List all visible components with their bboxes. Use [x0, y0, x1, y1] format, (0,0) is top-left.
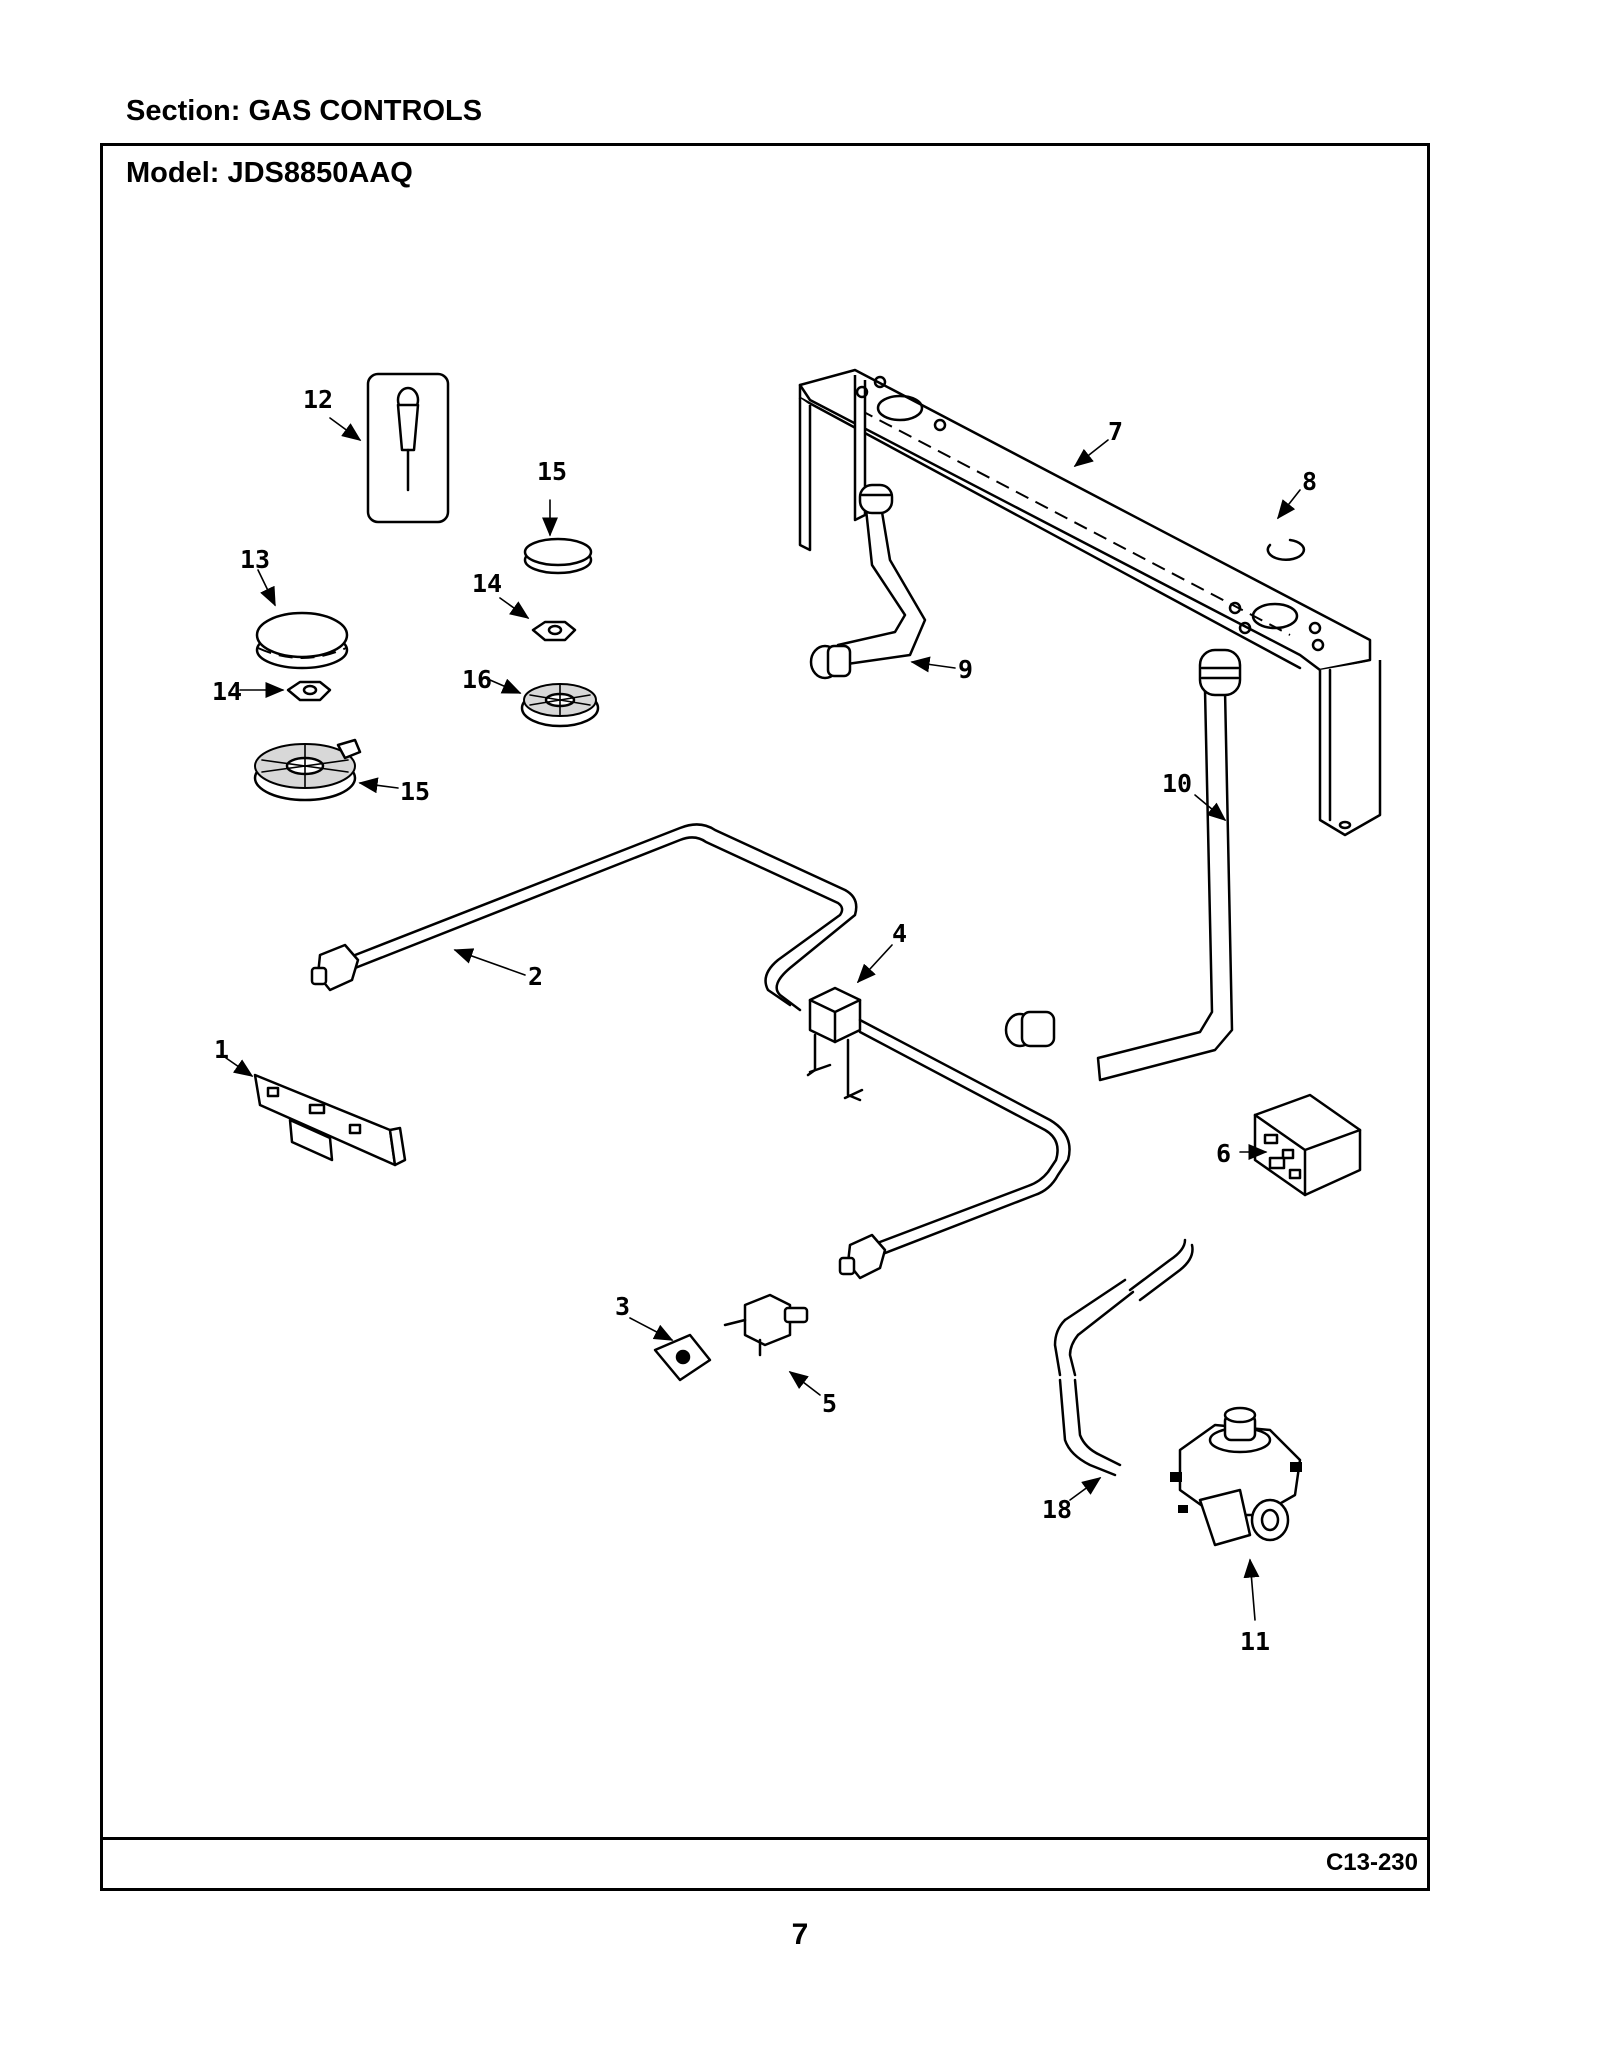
- part-13-burner-cap: [255, 611, 349, 670]
- diagram-frame: [100, 143, 1430, 1891]
- footer-divider: [100, 1837, 1430, 1840]
- callout-1: 1: [214, 1035, 229, 1064]
- part-11-pressure-regulator: [1170, 1406, 1302, 1547]
- part-8-clip-ring: [1266, 538, 1306, 561]
- callout-4: 4: [892, 919, 907, 948]
- section-title: Section: GAS CONTROLS: [126, 95, 483, 127]
- callout-6: 6: [1216, 1139, 1231, 1168]
- callout-7: 7: [1108, 417, 1123, 446]
- part-12-igniter: [366, 372, 450, 524]
- part-10-gas-tube: [1004, 648, 1242, 1082]
- callout-15: 15: [400, 777, 430, 806]
- callout-labels: 12 15 14 13 14 16 15 7 8 9 10 2 4 1 6 3 …: [212, 385, 1317, 1656]
- callout-14-upper: 14: [472, 569, 502, 598]
- part-17-burner-base: [520, 683, 600, 728]
- figure-code: C13-230: [1325, 1849, 1418, 1876]
- part-7-mounting-bracket: [798, 368, 1382, 837]
- part-14-nut-lower: [286, 680, 332, 702]
- part-14-nut-upper: [531, 620, 577, 642]
- callout-9: 9: [958, 655, 973, 684]
- page-number: 7: [791, 1918, 809, 1951]
- callout-5: 5: [822, 1389, 837, 1418]
- callout-3: 3: [615, 1292, 630, 1321]
- callout-11: 11: [1240, 1627, 1270, 1656]
- part-5-orifice-fitting: [723, 1293, 809, 1357]
- callout-2: 2: [528, 962, 543, 991]
- part-15-burner-base: [253, 738, 362, 802]
- callout-leaders: [225, 417, 1301, 1621]
- part-18-hose: [1053, 1238, 1194, 1477]
- callout-8: 8: [1302, 467, 1317, 496]
- part-2-gas-tube: [310, 823, 858, 1012]
- part-4-manifold-block: [806, 986, 864, 1102]
- model-title: Model: JDS8850AAQ: [126, 157, 413, 189]
- part-9-tube-elbow: [809, 483, 927, 680]
- callout-18: 18: [1042, 1495, 1072, 1524]
- part-1-igniter-bracket: [253, 1073, 407, 1167]
- part-3-orifice-clip: [653, 1333, 712, 1382]
- callout-17: 16: [462, 665, 492, 694]
- callout-16: 15: [537, 457, 567, 486]
- lower-gas-tube: [838, 1018, 1071, 1280]
- callout-12: 12: [303, 385, 333, 414]
- callout-13: 13: [240, 545, 270, 574]
- callout-14-lower: 14: [212, 677, 242, 706]
- part-6-spark-module: [1253, 1093, 1362, 1197]
- callout-10: 10: [1162, 769, 1192, 798]
- part-16-burner-cap: [523, 537, 593, 575]
